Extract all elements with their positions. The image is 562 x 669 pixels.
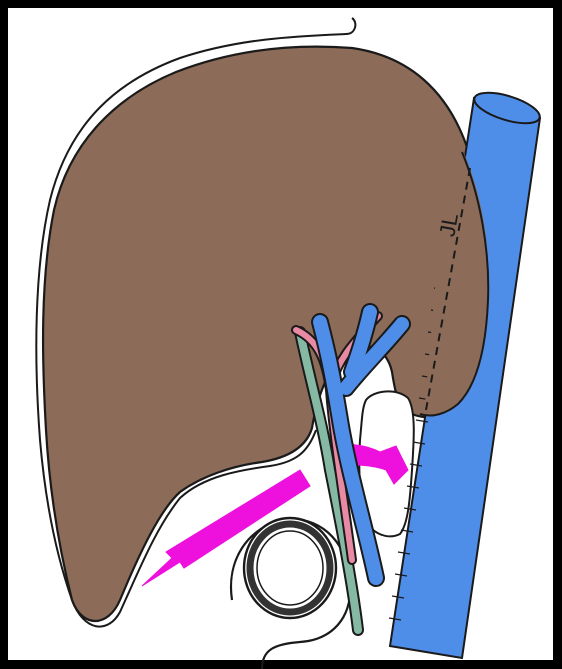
jl-annotation: JL (434, 211, 463, 238)
duodenum (244, 518, 336, 618)
